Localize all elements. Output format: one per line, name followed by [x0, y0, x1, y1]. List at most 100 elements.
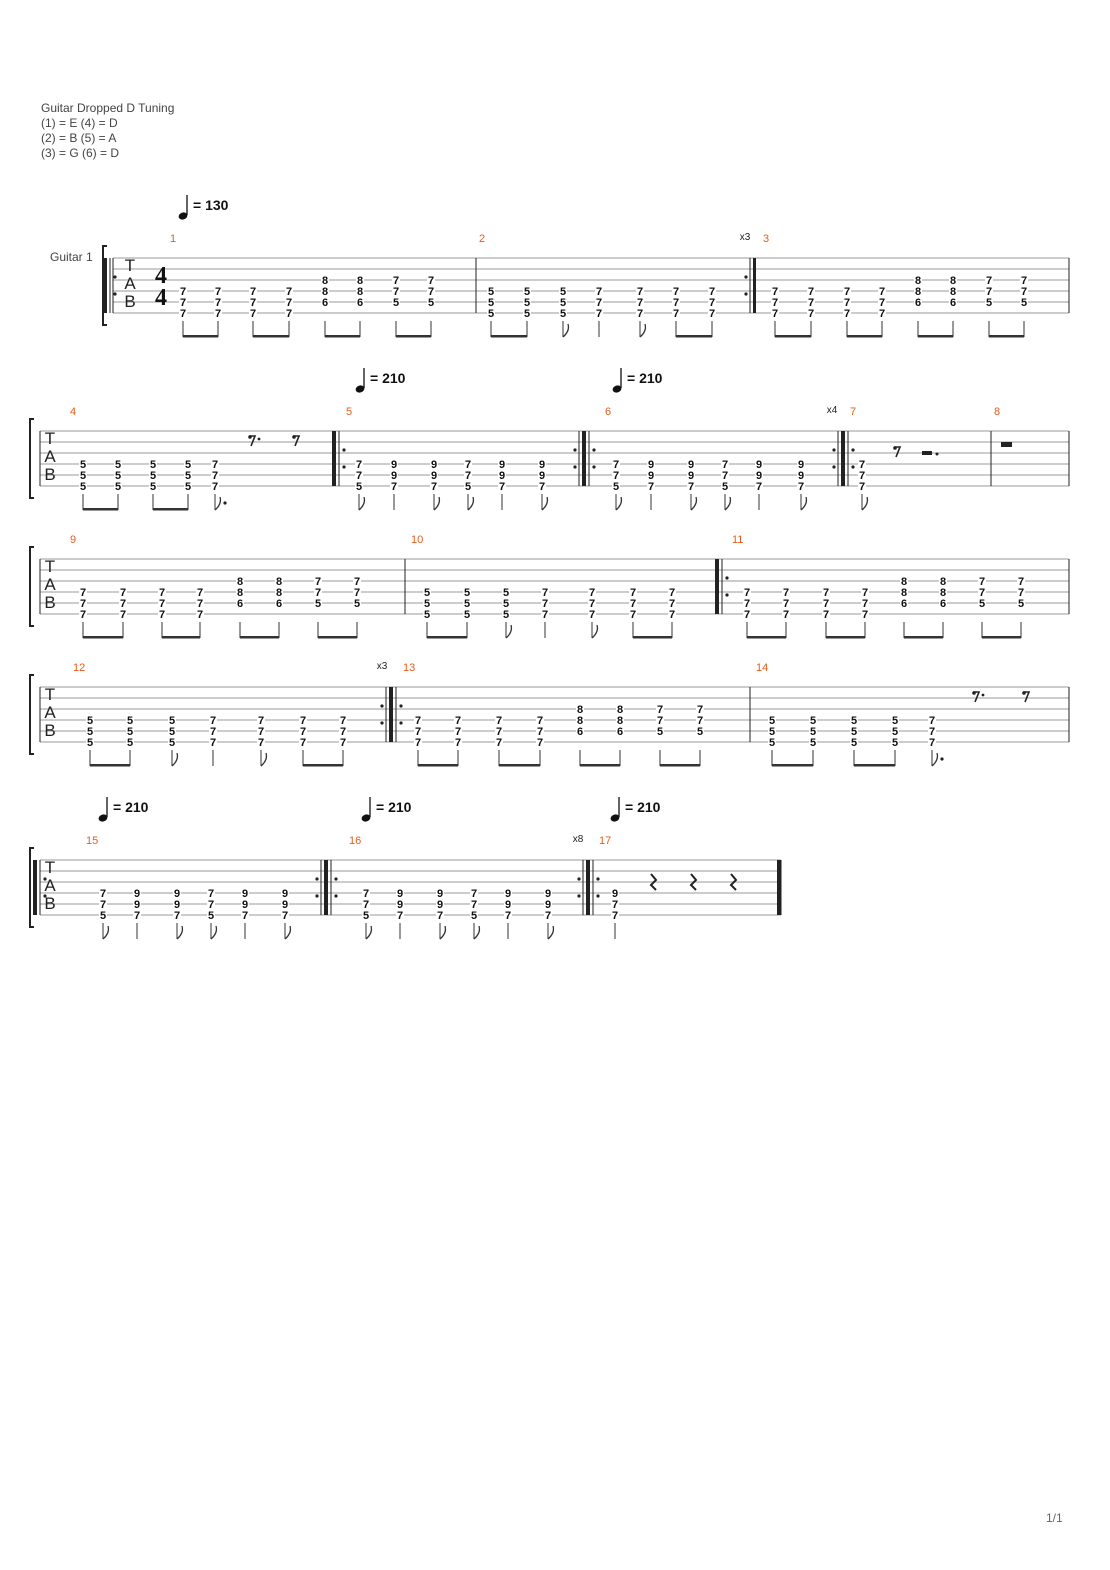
repeat-count: x4	[827, 405, 838, 416]
fret-bg	[939, 576, 947, 586]
measure-number: 17	[599, 835, 611, 847]
fret-bg	[392, 275, 400, 285]
fret-bg	[79, 470, 87, 480]
note-flag	[433, 496, 441, 511]
fret-bg	[209, 726, 217, 736]
tab-clef-a: A	[44, 447, 56, 466]
repeat-end-thick	[389, 687, 392, 742]
fret-bg	[321, 275, 329, 285]
fret-number: 7	[159, 609, 165, 621]
fret-number: 9	[242, 899, 248, 911]
repeat-end-thick	[841, 431, 844, 486]
tab-clef-a: A	[44, 876, 56, 895]
rest-dot	[981, 693, 985, 697]
fret-number: 8	[357, 286, 363, 298]
fret-bg	[985, 297, 993, 307]
fret-bg	[588, 609, 596, 619]
fret-bg	[79, 481, 87, 491]
fret-number: 5	[503, 587, 509, 599]
fret-bg	[211, 481, 219, 491]
note-beam	[580, 764, 620, 767]
repeat-dot	[851, 465, 855, 469]
note-beam	[854, 764, 895, 767]
fret-bg	[184, 470, 192, 480]
note-beam	[499, 764, 540, 767]
fret-bg	[119, 609, 127, 619]
fret-number: 7	[1018, 576, 1024, 588]
repeat-dot	[596, 894, 600, 898]
fret-number: 5	[363, 910, 369, 922]
measure-number: 12	[73, 662, 85, 674]
fret-number: 5	[464, 609, 470, 621]
fret-number: 5	[697, 726, 703, 738]
fret-number: 7	[340, 715, 346, 727]
fret-bg	[299, 726, 307, 736]
fret-bg	[822, 587, 830, 597]
fret-bg	[423, 598, 431, 608]
fret-bg	[470, 910, 478, 920]
fret-number: 7	[979, 576, 985, 588]
fret-bg	[647, 481, 655, 491]
repeat-dot	[573, 448, 577, 452]
fret-bg	[611, 888, 619, 898]
tab-clef-t: T	[45, 557, 55, 576]
fret-bg	[390, 459, 398, 469]
fret-bg	[636, 308, 644, 318]
fret-bg	[647, 470, 655, 480]
fret-bg	[928, 715, 936, 725]
rest-dot	[292, 435, 296, 439]
fret-bg	[743, 598, 751, 608]
fret-number: 5	[471, 910, 477, 922]
note-flag	[260, 752, 268, 767]
fret-bg	[541, 587, 549, 597]
fret-bg	[390, 481, 398, 491]
fret-number: 7	[697, 715, 703, 727]
fret-bg	[196, 609, 204, 619]
fret-bg	[978, 587, 986, 597]
fret-bg	[807, 297, 815, 307]
fret-number: 9	[539, 459, 545, 471]
fret-number: 7	[772, 286, 778, 298]
fret-number: 7	[415, 737, 421, 749]
fret-number: 7	[315, 587, 321, 599]
fret-number: 5	[1021, 297, 1027, 309]
fret-number: 9	[505, 888, 511, 900]
fret-number: 7	[391, 481, 397, 493]
fret-number: 7	[300, 737, 306, 749]
fret-number: 7	[537, 715, 543, 727]
fret-number: 7	[208, 888, 214, 900]
fret-number: 8	[901, 576, 907, 588]
fret-bg	[809, 737, 817, 747]
fret-number: 7	[545, 910, 551, 922]
fret-bg	[236, 598, 244, 608]
fret-number: 7	[648, 481, 654, 493]
measure-number: 5	[346, 406, 352, 418]
fret-bg	[616, 726, 624, 736]
fret-number: 5	[115, 470, 121, 482]
fret-number: 5	[80, 470, 86, 482]
fret-number: 7	[612, 910, 618, 922]
fret-number: 7	[393, 286, 399, 298]
fret-bg	[576, 704, 584, 714]
fret-number: 7	[929, 726, 935, 738]
fret-bg	[257, 715, 265, 725]
fret-bg	[914, 275, 922, 285]
fret-number: 5	[851, 737, 857, 749]
measure-number: 4	[70, 406, 76, 418]
fret-number: 7	[415, 726, 421, 738]
note-flag	[615, 496, 623, 511]
note-flag	[541, 496, 549, 511]
fret-number: 5	[892, 737, 898, 749]
note-flag	[439, 925, 447, 940]
augmentation-dot	[223, 501, 227, 505]
fret-bg	[133, 888, 141, 898]
fret-bg	[612, 481, 620, 491]
fret-number: 7	[657, 704, 663, 716]
fret-number: 7	[120, 598, 126, 610]
fret-bg	[782, 609, 790, 619]
fret-number: 5	[127, 715, 133, 727]
note-flag	[800, 496, 808, 511]
fret-number: 5	[488, 308, 494, 320]
repeat-dot	[43, 877, 47, 881]
fret-bg	[498, 470, 506, 480]
